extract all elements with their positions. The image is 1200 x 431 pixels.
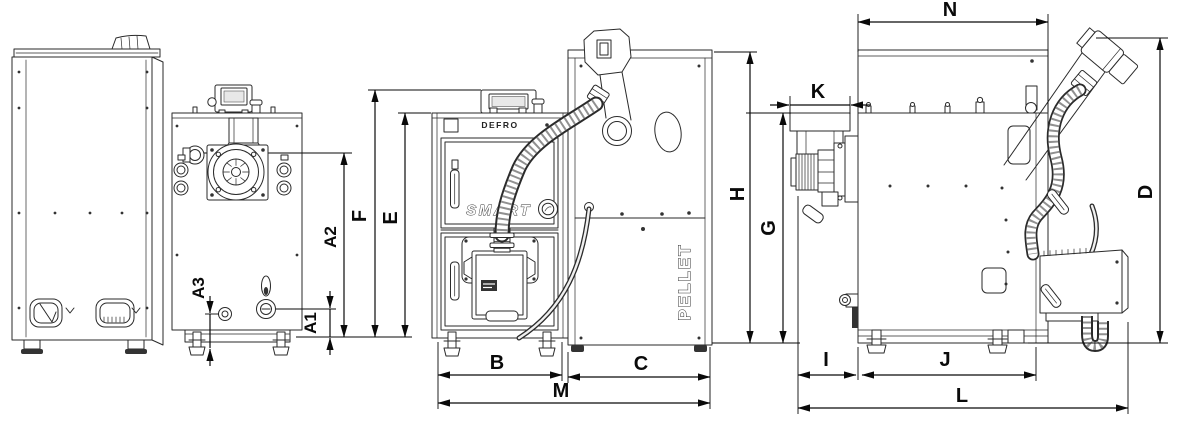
boiler-rear-view <box>171 84 352 356</box>
dimension-N: N <box>857 0 1049 112</box>
flex-hose-front <box>494 96 604 243</box>
dim-label-e: E <box>380 211 402 224</box>
dimension-I: I <box>797 196 859 414</box>
side-handle-upper <box>1046 189 1070 215</box>
vent-grille-left <box>29 298 63 328</box>
flue-fan <box>206 143 269 201</box>
dimension-A2: A2 <box>321 152 348 338</box>
dimension-A1: A1 <box>276 291 412 355</box>
controller-panel-front <box>480 89 537 114</box>
dimension-E: E <box>380 112 431 338</box>
dimension-K: K <box>770 81 870 114</box>
dim-label-l: L <box>956 385 968 407</box>
dimension-C: C <box>567 347 711 409</box>
defro-logo: DEFRO <box>481 120 518 130</box>
adjustable-foot <box>987 329 1008 354</box>
dim-label-j: J <box>939 349 950 371</box>
foot <box>21 339 43 354</box>
adjustable-foot <box>272 331 290 356</box>
burner-cable <box>516 202 594 341</box>
adjustable-foot <box>188 331 206 356</box>
dimension-G: G <box>746 112 791 344</box>
vent-grille-right <box>95 298 135 328</box>
dim-label-m: M <box>553 380 570 402</box>
dim-label-f: F <box>349 210 371 222</box>
door-handle-lower <box>450 261 460 301</box>
dimension-A3: A3 <box>189 277 219 366</box>
side-handle-lower <box>1040 284 1062 308</box>
smart-badge-icon <box>538 199 558 219</box>
adjustable-foot <box>538 331 556 357</box>
hopper-rear-view <box>11 34 164 354</box>
dimension-M: M <box>437 380 711 407</box>
boiler-side-view <box>789 27 1139 354</box>
dimension-F: F <box>349 89 481 338</box>
dim-label-a3: A3 <box>189 277 208 299</box>
dim-label-a1: A1 <box>301 312 320 334</box>
feeder-motor <box>583 28 632 146</box>
dimension-D: D <box>1028 37 1168 344</box>
dim-label-g: G <box>758 220 780 236</box>
dimension-B: B <box>437 342 563 409</box>
adjustable-foot <box>866 329 887 354</box>
dim-label-d: D <box>1135 185 1157 199</box>
feeder-mechanism-box <box>1039 247 1129 353</box>
dim-label-b: B <box>490 352 504 374</box>
pellet-burner <box>463 250 536 322</box>
adjustable-foot <box>443 331 461 357</box>
dim-label-a2: A2 <box>321 226 340 248</box>
flex-hose-side <box>1024 83 1087 261</box>
foot <box>125 339 147 354</box>
dimension-J: J <box>861 347 1037 381</box>
controller-knob <box>207 97 217 107</box>
dimension-L: L <box>797 322 1129 414</box>
burner-side <box>790 135 859 224</box>
controller-panel <box>207 84 253 117</box>
pellet-logo: PELLET <box>675 243 694 320</box>
dim-label-k: K <box>811 81 826 103</box>
dim-label-n: N <box>943 0 957 21</box>
door-handle-upper <box>450 159 460 209</box>
dimension-H: H <box>712 51 800 344</box>
dim-label-c: C <box>634 353 648 375</box>
dim-label-h: H <box>727 187 749 201</box>
dim-label-i: I <box>823 349 829 371</box>
water-ports <box>173 154 292 196</box>
pellet-hopper-front: PELLET <box>567 28 713 352</box>
